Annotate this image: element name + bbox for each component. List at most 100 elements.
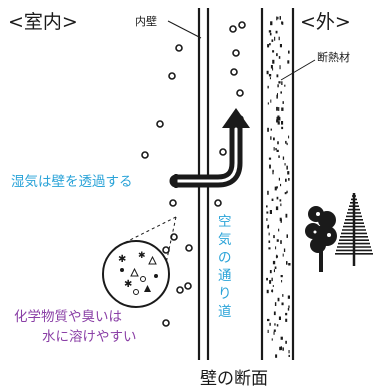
insulation-speck [276,119,279,123]
svg-text:✱: ✱ [124,279,132,290]
insulation-speck [276,74,279,78]
svg-text:✱: ✱ [118,254,126,265]
insulation-speck [272,170,274,175]
insulation-speck [270,65,273,69]
insulation-speck [285,213,288,218]
insulation-label: 断熱材 [317,50,350,64]
insulation-speck [275,30,278,34]
svg-text:✱: ✱ [138,251,146,261]
insulation-speck [281,21,284,25]
insulation-speck [288,50,290,54]
insulation-speck [273,235,275,239]
air-path-char-3: の [218,250,232,266]
insulation-speck [268,157,272,160]
insulation-speck [273,329,276,332]
insulation-speck [271,289,273,293]
conifer-tree-icon [335,193,373,266]
insulation-speck [271,338,273,341]
insulation-speck [285,140,287,144]
insulation-speck [274,302,277,306]
insulation-speck [278,316,281,320]
insulation-speck [268,240,271,243]
insulation-speck [285,312,288,316]
insulation-speck [267,318,270,322]
insulation-speck [274,186,277,191]
curved-up-arrow-icon [169,108,250,188]
insulation-speck [267,127,269,132]
moisture-dot [141,151,149,159]
insulation-speck [268,247,271,250]
insulation-speck [278,36,280,41]
insulation-speck [286,234,288,238]
insulation-speck [266,218,268,221]
insulation-speck [273,137,275,141]
insulation-speck [267,224,270,228]
air-path-char-4: 通 [218,268,232,284]
insulation-speck [284,192,287,195]
moisture-dot [232,49,240,57]
insulation-speck [282,101,284,104]
insulation-speck [276,106,278,111]
insulation-speck [288,135,290,139]
insulation-speck [272,285,274,287]
insulation-speck [270,136,272,140]
insulation-speck [267,190,269,195]
insulation-speck [273,311,276,316]
insulation-speck [279,44,282,48]
moisture-dot [219,148,227,156]
moisture-dot [156,120,164,128]
moisture-dot [168,72,176,80]
insulation-speck [286,261,288,265]
insulation-speck [275,148,277,151]
insulation-speck [276,239,279,242]
insulation-speck [269,270,272,274]
insulation-speck [281,126,284,130]
insulation-leader [280,59,316,81]
insulation-speck [276,16,278,21]
insulation-speck [278,177,280,181]
insulation-speck [271,198,274,201]
air-path-label: 空 気 の 通 り 道 [218,214,232,320]
insulation-speck [284,84,286,87]
moisture-dot [176,286,184,294]
insulation-speck [271,39,274,42]
insulation-fill [266,16,291,358]
insulation-speck [269,164,271,169]
insulation-speck [278,155,280,158]
moisture-dot [184,282,192,290]
insulation-speck [268,30,272,33]
insulation-speck [277,16,279,20]
insulation-speck [270,128,272,131]
insulation-speck [275,354,278,358]
insulation-speck [283,248,286,252]
insulation-speck [278,81,281,84]
insulation-speck [285,340,287,344]
insulation-speck [287,60,290,64]
insulation-speck [281,81,283,85]
outdoor-label: <外> [300,11,351,33]
insulation-speck [288,263,291,266]
insulation-speck [281,302,284,306]
insulation-speck [272,260,276,265]
insulation-speck [272,50,275,53]
insulation-speck [288,350,290,354]
insulation-speck [278,56,281,59]
insulation-speck [288,305,290,308]
insulation-speck [268,74,272,77]
insulation-speck [274,266,277,269]
insulation-speck [269,210,272,214]
insulation-speck [267,85,269,89]
insulation-speck [272,59,275,64]
insulation-speck [284,163,286,166]
insulation-speck [278,228,280,232]
insulation-speck [286,190,288,194]
diagram-title: 壁の断面 [200,369,268,389]
insulation-speck [281,107,284,111]
insulation-speck [267,44,270,48]
insulation-speck [279,16,281,20]
insulation-speck [275,255,278,258]
insulation-speck [266,205,268,208]
insulation-speck [270,99,272,103]
insulation-speck [276,53,278,57]
